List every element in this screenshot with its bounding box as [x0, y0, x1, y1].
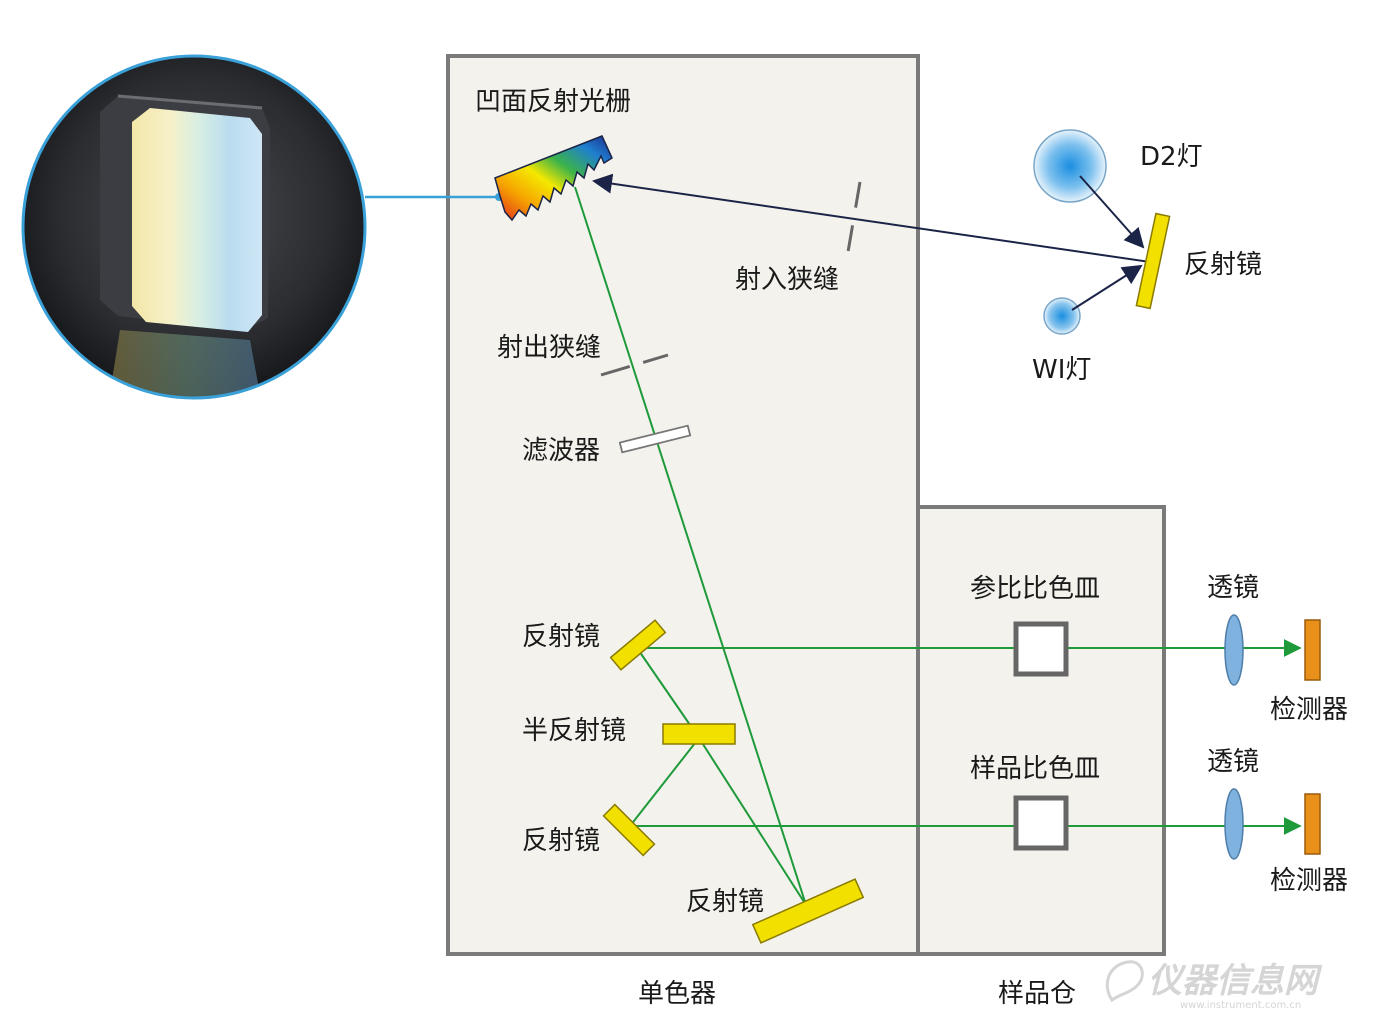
beam-mirror-to-grating	[592, 173, 1151, 263]
watermark: 仪器信息网 www.instrument.com.cn	[1105, 960, 1323, 1011]
label-detector-top: 检测器	[1270, 695, 1348, 725]
detector-bottom	[1304, 793, 1321, 855]
wi-lamp	[1043, 297, 1081, 335]
sample-compartment-panel	[916, 505, 1166, 956]
beam-wi-to-mirror	[1071, 264, 1143, 311]
label-d2-lamp: D2灯	[1140, 142, 1203, 172]
green-beams	[574, 186, 1302, 906]
sample-cuvette	[1013, 795, 1069, 851]
grating-photo	[21, 54, 367, 400]
label-detector-bottom: 检测器	[1270, 866, 1348, 896]
reference-cuvette	[1013, 621, 1069, 677]
beam-d2-to-mirror	[1079, 175, 1145, 249]
label-wi-lamp: WI灯	[1032, 355, 1091, 385]
label-mirror-bottom: 反射镜	[686, 887, 764, 917]
label-exit-slit: 射出狭缝	[497, 333, 601, 363]
mirror-top-right	[1135, 212, 1171, 310]
label-sample-cuvette: 样品比色皿	[970, 754, 1100, 784]
filter	[618, 424, 692, 454]
d2-lamp	[1033, 129, 1107, 203]
watermark-sub: www.instrument.com.cn	[1180, 1000, 1301, 1011]
label-mirror-lower-left: 反射镜	[522, 826, 600, 856]
label-reference-cuvette: 参比比色皿	[970, 574, 1100, 604]
mirror-lower-left	[602, 803, 656, 857]
concave-grating	[494, 135, 613, 222]
label-mirror-top-right: 反射镜	[1184, 250, 1262, 280]
label-grating: 凹面反射光栅	[475, 87, 631, 117]
label-lens-bottom: 透镜	[1207, 747, 1259, 777]
mirror-bottom	[751, 878, 865, 944]
label-mirror-upper-left: 反射镜	[522, 622, 600, 652]
label-half-mirror: 半反射镜	[522, 716, 626, 746]
mirror-upper-left	[609, 619, 667, 671]
exit-slit	[600, 353, 669, 377]
detector-top	[1304, 619, 1321, 681]
watermark-text: 仪器信息网	[1148, 961, 1323, 1001]
lens-bottom	[1224, 788, 1244, 860]
label-filter: 滤波器	[522, 436, 600, 466]
label-lens-top: 透镜	[1207, 573, 1259, 603]
label-sample-compartment: 样品仓	[998, 979, 1076, 1009]
label-monochromator: 单色器	[638, 979, 716, 1009]
lens-top	[1224, 614, 1244, 686]
half-mirror	[662, 723, 736, 745]
entrance-slit	[846, 181, 862, 253]
label-entrance-slit: 射入狭缝	[735, 265, 839, 295]
